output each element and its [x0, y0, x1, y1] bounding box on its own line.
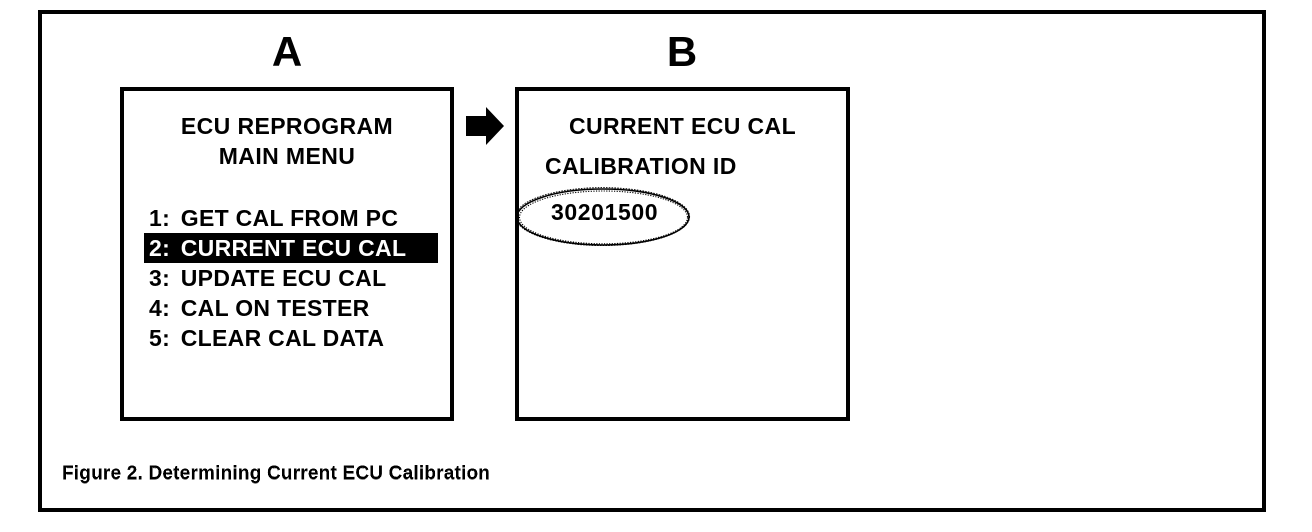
menu-item-3-index: 3: [149, 265, 171, 291]
screen-b-subtitle: CALIBRATION ID [545, 153, 737, 179]
panel-label-b: B [666, 28, 698, 75]
menu-item-2-index: 2: [149, 235, 171, 261]
menu-item-1-label: GET CAL FROM PC [180, 205, 399, 231]
calibration-id-value: 30201500 [551, 199, 659, 225]
menu-item-2[interactable]: 2: CURRENT ECU CAL [144, 233, 438, 263]
right-arrow-icon [466, 107, 504, 145]
menu-item-4-index: 4: [149, 295, 171, 321]
screen-b-title: CURRENT ECU CAL [568, 113, 797, 139]
panel-label-a: A [271, 28, 303, 75]
device-screen-a: ECU REPROGRAM MAIN MENU 1: GET CAL FROM … [120, 87, 454, 421]
menu-item-5-index: 5: [149, 325, 171, 351]
menu-item-3-label: UPDATE ECU CAL [180, 265, 387, 291]
menu-item-4-label: CAL ON TESTER [180, 295, 370, 321]
screen-a-heading: ECU REPROGRAM MAIN MENU [124, 111, 450, 171]
figure-border [38, 10, 1266, 512]
menu-item-1-index: 1: [149, 205, 171, 231]
menu-item-5-label: CLEAR CAL DATA [180, 325, 385, 351]
device-screen-b: CURRENT ECU CAL CALIBRATION ID 30201500 [515, 87, 850, 421]
menu-item-5[interactable]: 5: CLEAR CAL DATA [144, 323, 438, 353]
menu-item-3[interactable]: 3: UPDATE ECU CAL [144, 263, 438, 293]
menu-item-2-label: CURRENT ECU CAL [180, 235, 407, 261]
screen-a-heading-line2: MAIN MENU [218, 143, 356, 169]
menu-list: 1: GET CAL FROM PC 2: CURRENT ECU CAL 3:… [144, 203, 438, 353]
menu-item-4[interactable]: 4: CAL ON TESTER [144, 293, 438, 323]
menu-item-1[interactable]: 1: GET CAL FROM PC [144, 203, 438, 233]
screen-a-heading-line1: ECU REPROGRAM [180, 113, 394, 139]
figure-caption: Figure 2. Determining Current ECU Calibr… [62, 463, 491, 484]
